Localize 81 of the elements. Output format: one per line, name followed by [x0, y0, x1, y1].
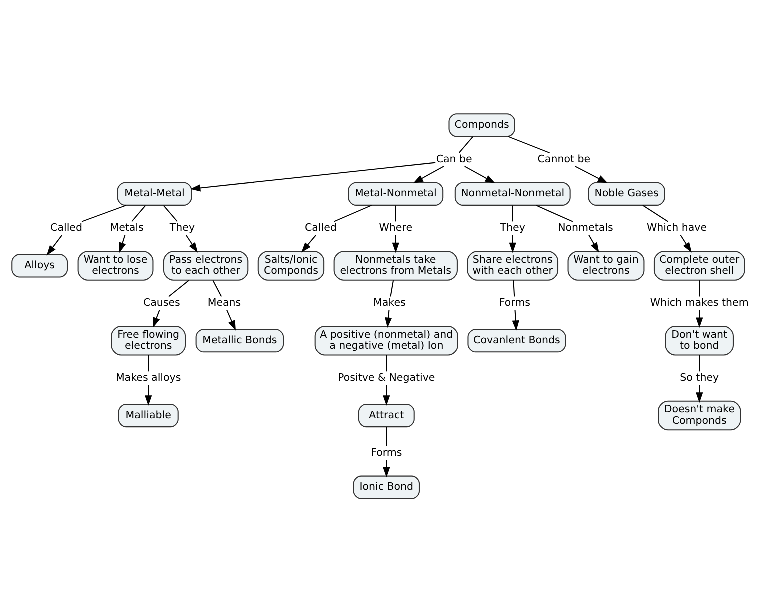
node-box: Share electrons with each other — [467, 250, 559, 280]
connector — [699, 280, 700, 296]
arrow — [696, 310, 704, 328]
arrow — [301, 234, 316, 252]
node-box: Nonmetals take electrons from Metals — [334, 250, 458, 280]
node-text: Called — [305, 222, 337, 234]
node-text: They — [500, 222, 526, 234]
arrow — [153, 310, 160, 328]
arrow — [575, 166, 608, 184]
node-text: Which makes them — [650, 296, 749, 308]
node-text: Can be — [436, 152, 472, 165]
node-text: Forms — [371, 446, 402, 458]
connector — [386, 426, 388, 446]
node-text: Forms — [499, 296, 531, 308]
connector — [132, 204, 146, 222]
arrow — [392, 234, 400, 253]
node-box: Metal-Nonmetal — [348, 182, 444, 206]
connector — [536, 204, 574, 222]
arrow — [509, 234, 516, 253]
node-box: Free flowing electrons — [111, 326, 186, 356]
arrow — [413, 166, 444, 184]
arrow — [588, 234, 600, 252]
node-box: A positive (nonmetal) and a negative (metal) Ion — [314, 326, 458, 356]
node-text: Makes — [374, 296, 406, 308]
arrow — [226, 310, 236, 330]
arrow — [145, 384, 152, 406]
node-box: Covanlent Bonds — [468, 328, 566, 352]
connector — [168, 280, 190, 297]
node-text: Cannot be — [538, 152, 591, 165]
node-box: Alloys — [12, 254, 68, 278]
node-box: Metal-Metal — [117, 182, 192, 206]
connector — [458, 136, 474, 153]
node-text: Metals — [110, 222, 144, 234]
node-box: Componds — [448, 113, 516, 137]
node-text: Causes — [143, 296, 180, 308]
node-text: Which have — [647, 222, 708, 234]
arrow — [383, 384, 390, 406]
node-box: Pass electrons to each other — [163, 250, 249, 280]
connector — [699, 354, 700, 372]
connector — [512, 205, 514, 222]
connector — [163, 204, 178, 222]
node-box: Don't want to bond — [665, 326, 734, 356]
connector — [508, 136, 550, 154]
node-box: Salts/Ionic Componds — [258, 250, 325, 280]
node-text: Nonmetals — [558, 222, 614, 234]
connector — [390, 280, 394, 296]
node-text: Positve & Negative — [338, 371, 436, 384]
arrow — [696, 384, 704, 402]
connector — [395, 205, 396, 222]
arrow — [385, 310, 392, 328]
arrow — [680, 234, 692, 252]
connector — [212, 280, 222, 296]
connector — [642, 204, 668, 222]
arrow — [512, 310, 520, 330]
arrow — [46, 234, 63, 256]
connector — [82, 204, 127, 222]
arrow — [383, 460, 390, 478]
node-text: Makes alloys — [116, 371, 182, 384]
arrow — [190, 162, 436, 192]
node-box: Nonmetal-Nonmetal — [454, 182, 571, 206]
arrow — [464, 166, 496, 184]
node-box: Attract — [358, 403, 415, 428]
connector — [148, 354, 150, 372]
node-text: Means — [208, 296, 242, 308]
arrow — [119, 234, 126, 253]
node-box: Want to gain electrons — [568, 250, 645, 280]
node-box: Metallic Bonds — [196, 328, 284, 352]
connector — [334, 204, 372, 222]
connector — [386, 354, 388, 372]
node-box: Complete outer electron shell — [654, 250, 746, 280]
node-text: So they — [680, 371, 720, 384]
arrow — [186, 234, 198, 252]
node-box: Malliable — [118, 403, 179, 428]
node-box: Noble Gases — [588, 182, 666, 206]
node-box: Doesn't make Componds — [658, 400, 742, 430]
connector — [513, 280, 516, 296]
node-box: Want to lose electrons — [78, 250, 154, 280]
node-box: Ionic Bond — [353, 475, 420, 499]
node-text: Called — [50, 222, 82, 234]
node-text: Where — [379, 222, 413, 234]
node-text: They — [170, 222, 196, 234]
